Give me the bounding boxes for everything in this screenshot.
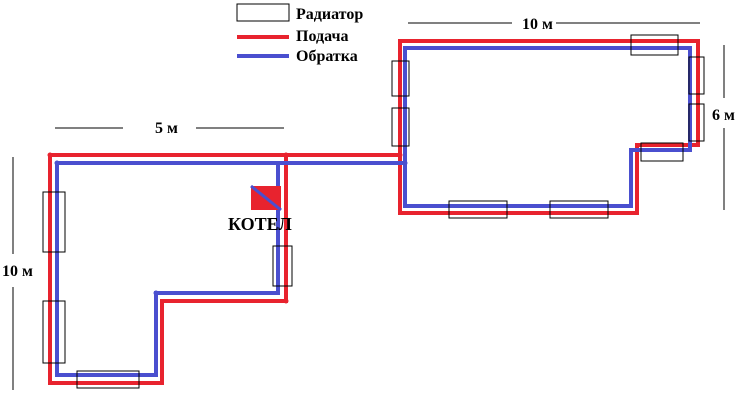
boiler-label: КОТЕЛ [228, 214, 292, 234]
legend-supply-label: Подача [296, 28, 348, 45]
radiator [549, 200, 609, 219]
dim-left-height: 10 м [2, 263, 33, 280]
joint-dot [283, 298, 289, 304]
joint-dot [402, 160, 408, 166]
joint-dot [283, 152, 289, 158]
boiler-diagonal [250, 184, 282, 212]
radiator [391, 107, 410, 147]
radiator [42, 191, 66, 253]
radiator [448, 200, 508, 219]
dimensions: 10 м 6 м 5 м 10 м [2, 16, 735, 390]
return-right-room-loop [403, 46, 692, 208]
joint-dot [153, 290, 159, 296]
radiator [688, 103, 705, 142]
legend: Радиатор Подача Обратка [236, 3, 363, 65]
pipe-joints [47, 152, 408, 304]
radiator [272, 245, 293, 287]
radiator [688, 56, 705, 95]
return-left-room-loop [55, 163, 280, 377]
legend-radiator-swatch [236, 3, 290, 22]
dim-right-width: 10 м [522, 16, 553, 33]
radiator [630, 34, 679, 56]
joint-dot [54, 160, 60, 166]
supply-pipe [48, 39, 700, 385]
supply-right-room-loop [398, 39, 700, 215]
dim-right-height: 6 м [712, 107, 735, 124]
radiator [76, 370, 140, 389]
boiler: КОТЕЛ [228, 184, 292, 234]
supply-left-room-loop [48, 155, 288, 385]
radiators [42, 34, 705, 389]
legend-return-label: Обратка [296, 48, 358, 65]
joint-dot [47, 152, 53, 158]
legend-radiator-label: Радиатор [296, 6, 363, 23]
joint-dot [397, 152, 403, 158]
radiator [391, 60, 410, 97]
radiator [640, 142, 684, 162]
dim-left-width: 5 м [155, 120, 178, 137]
radiator [42, 300, 66, 364]
return-pipe [55, 46, 692, 377]
